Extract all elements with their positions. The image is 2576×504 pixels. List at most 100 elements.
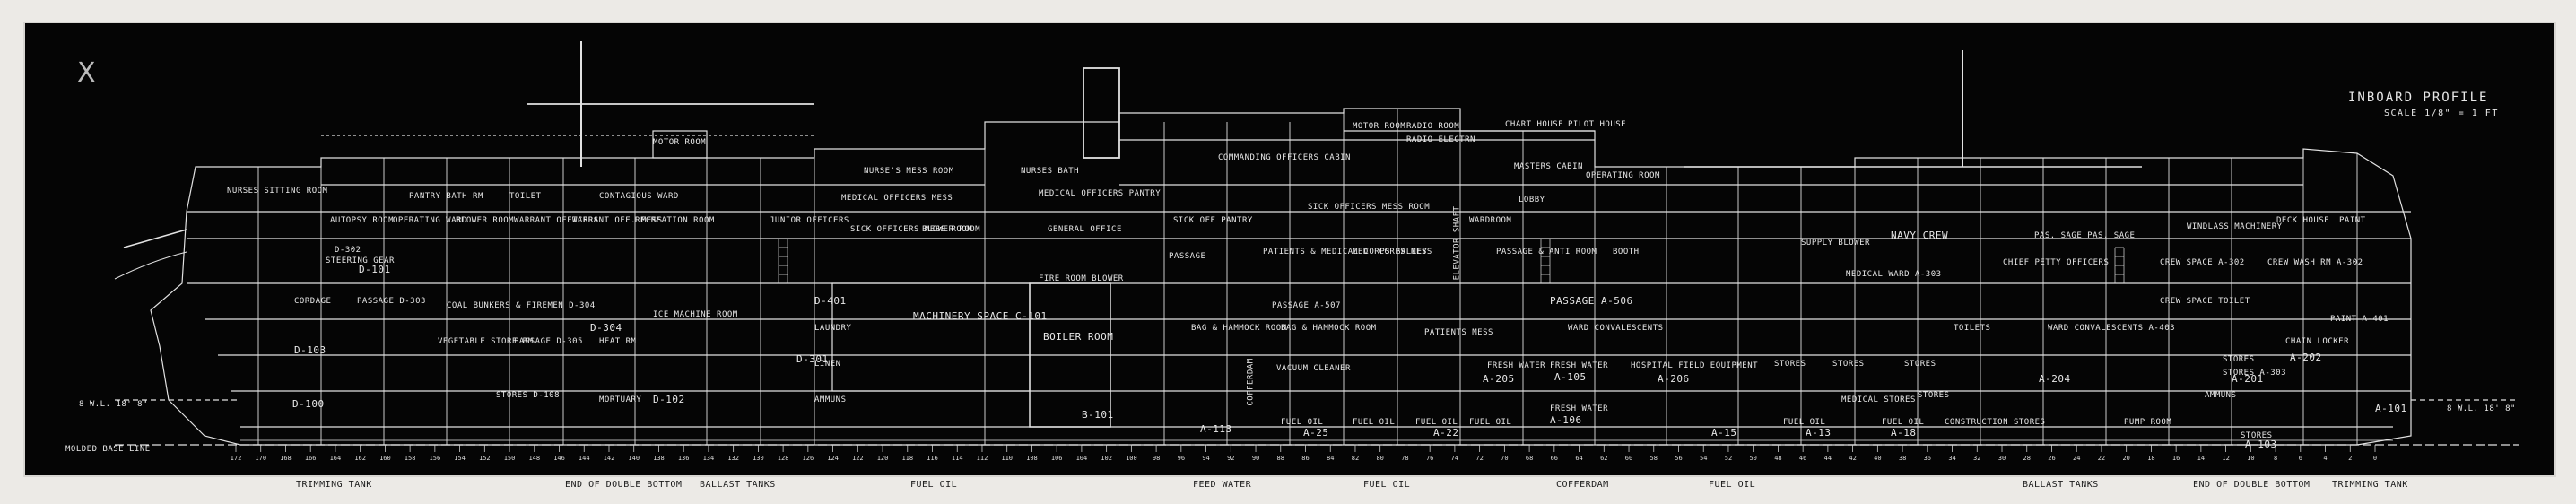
under-ballast-fwd: BALLAST TANKS	[700, 480, 776, 490]
frame-number: 152	[479, 455, 491, 462]
inboard-profile-drawing: 1721701681661641621601581561541521501481…	[114, 41, 2519, 462]
frame-number: 96	[1178, 455, 1185, 462]
frame-number: 80	[1376, 455, 1383, 462]
frame-number: 86	[1301, 455, 1309, 462]
frame-number: 172	[231, 455, 242, 462]
frame-number: 150	[504, 455, 516, 462]
frame-number: 60	[1625, 455, 1632, 462]
frame-number: 18	[2147, 455, 2154, 462]
frame-number: 36	[1924, 455, 1931, 462]
frame-number: 44	[1824, 455, 1832, 462]
frame-number: 166	[305, 455, 317, 462]
frame-number: 32	[1973, 455, 1980, 462]
frame-number: 122	[852, 455, 864, 462]
frame-number: 76	[1426, 455, 1433, 462]
frame-number: 92	[1227, 455, 1234, 462]
frame-number: 158	[405, 455, 416, 462]
frame-number: 62	[1600, 455, 1607, 462]
frame-number: 14	[2197, 455, 2205, 462]
frame-number: 168	[280, 455, 292, 462]
under-trimming-fwd: TRIMMING TANK	[296, 480, 372, 490]
frame-number: 54	[1700, 455, 1707, 462]
frame-number: 102	[1101, 455, 1112, 462]
frame-number: 2	[2348, 455, 2352, 462]
frame-number: 16	[2172, 455, 2180, 462]
under-end-double-bottom-1: END OF DOUBLE BOTTOM	[565, 480, 683, 490]
frame-number: 4	[2323, 455, 2327, 462]
frame-number: 6	[2299, 455, 2302, 462]
frame-number: 100	[1126, 455, 1137, 462]
frame-number: 8	[2274, 455, 2277, 462]
frame-number: 164	[330, 455, 342, 462]
frame-number: 170	[255, 455, 266, 462]
frame-number: 12	[2222, 455, 2229, 462]
frame-number: 70	[1501, 455, 1508, 462]
under-end-double-bottom-2: END OF DOUBLE BOTTOM	[2193, 480, 2311, 490]
frame-number: 40	[1874, 455, 1881, 462]
frame-number: 138	[653, 455, 665, 462]
frame-number: 146	[553, 455, 565, 462]
under-ballast-aft: BALLAST TANKS	[2023, 480, 2099, 490]
frame-number: 28	[2023, 455, 2031, 462]
under-cofferdam: COFFERDAM	[1556, 480, 1609, 490]
frame-number: 88	[1277, 455, 1284, 462]
frame-number: 106	[1051, 455, 1063, 462]
frame-number: 98	[1153, 455, 1160, 462]
frame-number: 116	[927, 455, 938, 462]
under-trimming-aft: TRIMMING TANK	[2332, 480, 2408, 490]
frame-number: 22	[2098, 455, 2105, 462]
frame-number: 130	[753, 455, 764, 462]
under-fuel-oil-c: FUEL OIL	[1709, 480, 1756, 490]
frame-number: 84	[1327, 455, 1334, 462]
under-fuel-oil-a: FUEL OIL	[910, 480, 958, 490]
frame-number: 104	[1076, 455, 1088, 462]
frame-number: 58	[1650, 455, 1658, 462]
under-feed-water: FEED WATER	[1193, 480, 1252, 490]
frame-number: 90	[1252, 455, 1259, 462]
frame-number: 74	[1451, 455, 1458, 462]
frame-number: 0	[2373, 455, 2377, 462]
frame-number: 144	[579, 455, 590, 462]
frame-number: 82	[1352, 455, 1359, 462]
frame-number: 110	[1001, 455, 1013, 462]
hull-outline	[150, 108, 2412, 446]
frame-number: 26	[2048, 455, 2055, 462]
corner-mark: X	[77, 57, 96, 89]
frame-number: 114	[952, 455, 963, 462]
frame-number: 156	[430, 455, 441, 462]
frame-number: 154	[454, 455, 466, 462]
frame-number: 162	[354, 455, 366, 462]
frame-number: 78	[1401, 455, 1408, 462]
frame-number: 48	[1774, 455, 1781, 462]
frame-number: 20	[2122, 455, 2129, 462]
frame-number: 160	[379, 455, 391, 462]
frame-number: 10	[2247, 455, 2254, 462]
frame-number: 24	[2073, 455, 2080, 462]
frame-number: 72	[1475, 455, 1483, 462]
smoke-stack	[1083, 67, 1120, 159]
frame-number: 136	[678, 455, 690, 462]
frame-number: 34	[1948, 455, 1955, 462]
frame-number: 56	[1675, 455, 1682, 462]
frame-number: 148	[528, 455, 540, 462]
frame-number: 118	[901, 455, 913, 462]
frame-number: 68	[1526, 455, 1533, 462]
frame-number: 64	[1575, 455, 1582, 462]
frame-number: 126	[803, 455, 814, 462]
frame-number: 128	[778, 455, 789, 462]
frame-number: 52	[1725, 455, 1732, 462]
frame-number: 42	[1849, 455, 1856, 462]
frame-number: 120	[877, 455, 889, 462]
frame-number: 132	[727, 455, 739, 462]
frame-number: 38	[1899, 455, 1906, 462]
frame-number: 46	[1799, 455, 1806, 462]
frame-number: 140	[628, 455, 640, 462]
frame-number: 108	[1026, 455, 1038, 462]
frame-number: 112	[977, 455, 988, 462]
frame-number: 134	[703, 455, 715, 462]
frame-number: 30	[1998, 455, 2006, 462]
frame-number: 142	[604, 455, 615, 462]
frame-number: 50	[1749, 455, 1756, 462]
